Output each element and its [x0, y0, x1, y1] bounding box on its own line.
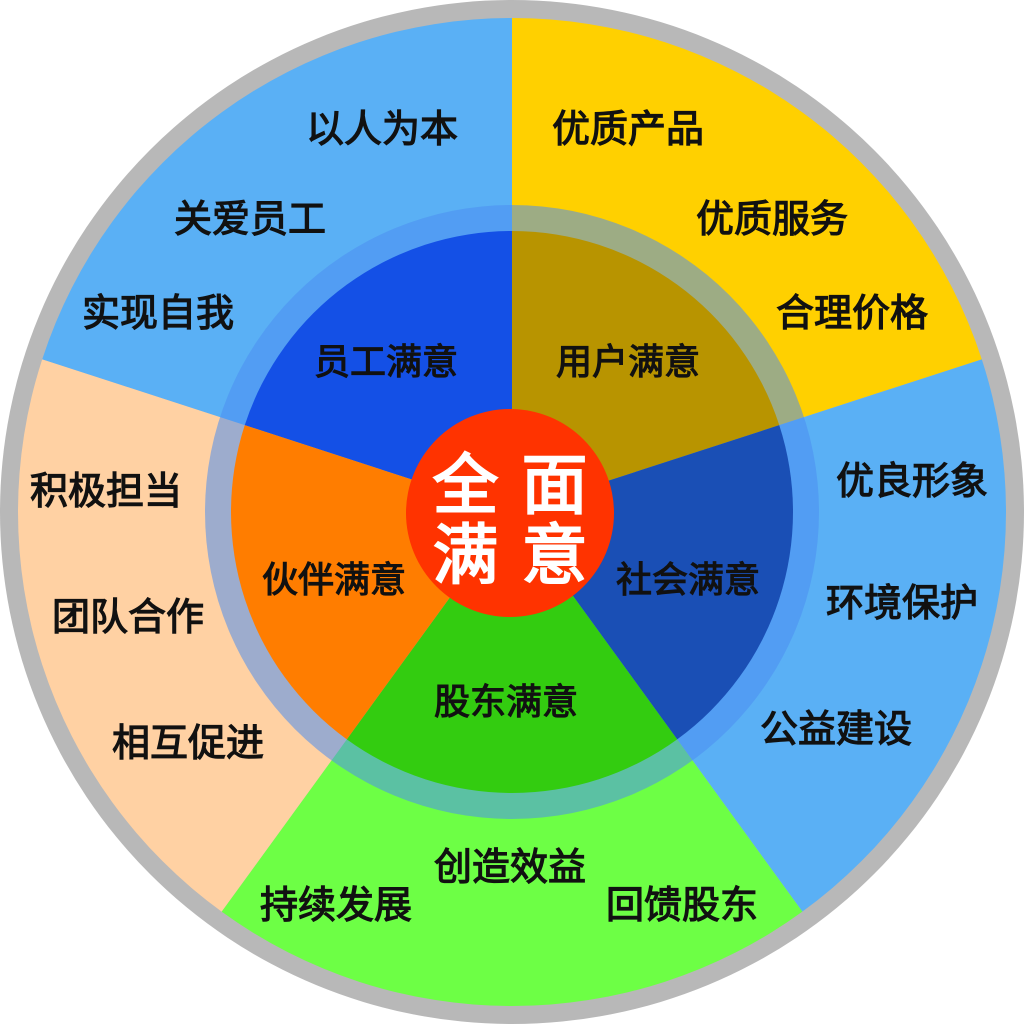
user-item-3: 合理价格 — [776, 291, 929, 335]
partner-item-2: 团队合作 — [52, 595, 204, 639]
shareholder-title: 股东满意 — [434, 682, 578, 723]
society-item-3: 公益建设 — [760, 707, 912, 751]
user-item-1: 优质产品 — [552, 107, 704, 151]
shareholder-inner-sector — [346, 512, 678, 793]
shareholder-item-3: 回馈股东 — [606, 883, 758, 927]
user-title: 用户满意 — [556, 342, 700, 383]
partner-item-1: 积极担当 — [30, 469, 182, 513]
employee-item-1: 以人为本 — [306, 107, 458, 151]
partner-item-3: 相互促进 — [112, 721, 264, 765]
society-item-2: 环境保护 — [826, 581, 978, 625]
center-circle — [406, 409, 614, 617]
shareholder-item-1: 创造效益 — [434, 845, 586, 889]
center-label-line2: 满 意 — [433, 517, 588, 594]
shareholder-item-2: 持续发展 — [260, 883, 412, 927]
employee-title: 员工满意 — [314, 342, 458, 383]
society-item-1: 优良形象 — [836, 459, 988, 503]
employee-item-3: 实现自我 — [82, 291, 234, 335]
user-item-2: 优质服务 — [696, 197, 848, 241]
society-title: 社会满意 — [616, 560, 760, 601]
center-label-line1: 全 面 — [432, 447, 588, 524]
partner-title: 伙伴满意 — [262, 560, 406, 601]
employee-item-2: 关爱员工 — [174, 197, 326, 241]
